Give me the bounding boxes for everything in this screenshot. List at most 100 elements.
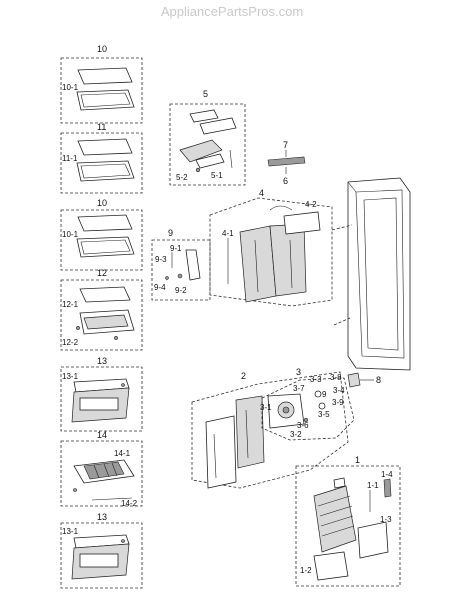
group-4-panel-assembly[interactable]: 4 4-1 4-2 — [209, 188, 333, 307]
group-9-frame — [151, 239, 211, 301]
group-2-frame — [191, 371, 349, 489]
watermark-text: AppliancePartsPros.com — [160, 4, 304, 19]
evaporator-tray — [313, 551, 349, 581]
grommet — [314, 390, 322, 398]
screw — [303, 417, 309, 423]
screw — [73, 488, 77, 492]
coil-fin — [320, 515, 354, 527]
cover-strip — [267, 156, 306, 167]
coil-bracket — [333, 477, 346, 489]
callout-5: 5 — [203, 89, 208, 99]
callout-1-2: 1-2 — [300, 566, 312, 575]
group-14-drawer-cover[interactable]: 14 14-1 14-2 — [60, 430, 143, 508]
screw — [76, 326, 80, 330]
cabinet-liner — [355, 189, 405, 359]
cabinet-inner — [363, 197, 399, 351]
screw — [195, 167, 201, 173]
panel-rib — [213, 433, 217, 479]
group-10b-frame — [60, 209, 143, 271]
callout-5-1: 5-1 — [211, 171, 223, 180]
glass-shelf-panel — [77, 214, 133, 232]
connector-line — [333, 317, 351, 326]
shelf-tray-inner — [83, 314, 129, 330]
callout-14: 14 — [97, 430, 107, 440]
bracket-foot — [195, 153, 225, 169]
group-12-shelf-assembly[interactable]: 12 12-1 12-2 — [60, 268, 143, 351]
drawer-front-panel — [79, 553, 119, 568]
sensor-clip — [383, 478, 392, 498]
callout-12-1: 12-1 — [62, 300, 79, 309]
callout-10b: 10 — [97, 198, 107, 208]
group-5-bracket-assembly[interactable]: 5 5-1 5-2 — [169, 89, 246, 186]
drawer-front-panel — [79, 397, 119, 411]
callout-6: 6 — [283, 176, 288, 186]
group-9-switch-assembly[interactable]: 9 9-1 9-2 9-3 9-4 — [151, 228, 211, 301]
callout-3-8: 3-8 — [330, 373, 342, 382]
wire-harness — [269, 205, 293, 211]
coil-fin — [319, 505, 353, 517]
callout-8: 8 — [376, 375, 381, 385]
group-10-shelf-top[interactable]: 10 10-1 — [60, 44, 143, 124]
callout-3-6: 3-6 — [297, 421, 309, 430]
group-1-evaporator-assembly[interactable]: 1 1-1 1-2 1-3 1-4 — [295, 455, 401, 587]
shelf-frame-inner — [80, 239, 131, 255]
callout-3-3: 3-3 — [310, 375, 322, 384]
grid-line — [111, 462, 118, 477]
callout-12-2: 12-2 — [62, 338, 79, 347]
group-1-frame — [295, 465, 401, 587]
callout-2: 2 — [241, 371, 246, 381]
callout-3-4: 3-4 — [333, 386, 345, 395]
defrost-cover — [357, 521, 389, 559]
group-2-evaporator-cover[interactable]: 2 — [191, 371, 349, 489]
callout-3: 3 — [296, 367, 301, 377]
group-11-frame — [60, 132, 143, 194]
switch-body — [185, 249, 201, 281]
panel-right — [269, 223, 307, 297]
pin — [229, 149, 233, 169]
callout-9-3: 9-3 — [155, 255, 167, 264]
leader-line — [91, 497, 133, 501]
group-11-shelf[interactable]: 11 11-1 — [60, 122, 143, 194]
shelf-frame — [76, 236, 135, 258]
group-3-frame — [261, 377, 355, 441]
screw — [121, 539, 125, 543]
screw — [165, 276, 169, 280]
callout-9-1: 9-1 — [170, 244, 182, 253]
callout-4: 4 — [259, 188, 264, 198]
callout-3-5: 3-5 — [318, 410, 330, 419]
connector-line — [331, 224, 353, 231]
group-13b-frame — [60, 522, 143, 589]
group-12-frame — [60, 279, 143, 351]
group-13-drawer-lower[interactable]: 13 13-1 — [60, 512, 143, 589]
cover-grid — [83, 461, 125, 480]
callout-10-1: 10-1 — [62, 83, 79, 92]
grid-line — [103, 463, 110, 478]
callout-14-1: 14-1 — [114, 449, 131, 458]
panel-bracket — [283, 211, 321, 235]
group-13-drawer-upper[interactable]: 13 13-1 — [60, 356, 143, 432]
callout-13b: 13 — [97, 512, 107, 522]
callout-1-4: 1-4 — [381, 470, 393, 479]
callout-11-1: 11-1 — [62, 154, 78, 163]
screw — [114, 336, 118, 340]
group-3-fan-motor-assembly[interactable]: 3 3-1 3-2 3-3 3-4 3-5 3-6 3-7 3-8 3-9 9 — [260, 367, 355, 441]
callout-3-7: 3-7 — [293, 384, 305, 393]
group-7-6-parts[interactable]: 7 6 — [267, 140, 306, 186]
callout-1-3: 1-3 — [380, 515, 392, 524]
callout-4-1: 4-1 — [222, 229, 234, 238]
callout-13-1b: 13-1 — [62, 527, 79, 536]
callout-7: 7 — [283, 140, 288, 150]
group-10-frame — [60, 57, 143, 124]
bracket-top — [189, 109, 219, 123]
callout-3-9: 3-9 — [332, 398, 344, 407]
cabinet-body — [347, 177, 411, 371]
shelf-glass — [79, 286, 131, 303]
glass-shelf-panel — [77, 67, 133, 85]
callout-14-2: 14-2 — [121, 499, 138, 508]
cover-panel-rear — [235, 395, 265, 469]
part-8-component[interactable]: 8 — [347, 372, 381, 388]
fan-hub — [282, 406, 290, 414]
group-10-shelf-lower[interactable]: 10 10-1 — [60, 198, 143, 271]
callout-3-2: 3-2 — [290, 430, 302, 439]
callout-10-1b: 10-1 — [62, 230, 79, 239]
